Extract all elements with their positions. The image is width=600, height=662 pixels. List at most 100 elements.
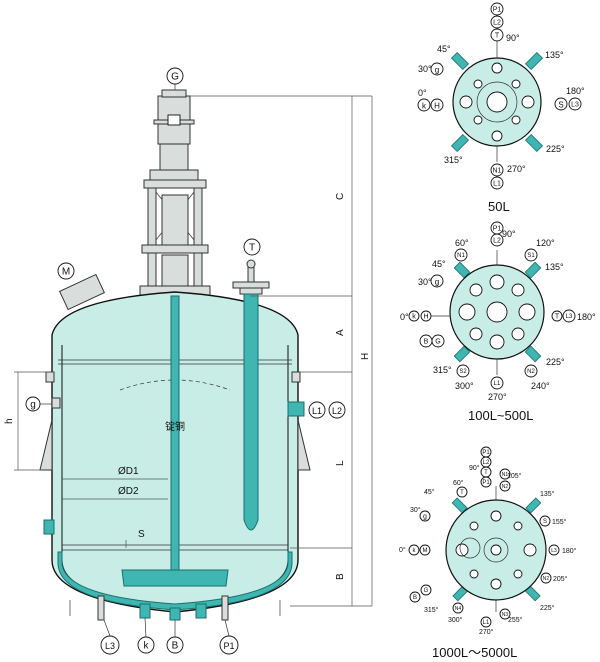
s-tag-1000l: S — [543, 519, 547, 525]
caption-1000l: 1000L～5000L — [432, 645, 517, 660]
n1-tag-50l: N1 — [493, 168, 502, 175]
a135-1000l: 135° — [540, 490, 555, 498]
p1-tag-50l: P1 — [493, 7, 502, 14]
l2-tag-1000l: L2 — [483, 460, 490, 466]
g-tag-50l: g — [435, 66, 439, 75]
n2-tag-100l: N2 — [527, 369, 535, 375]
n1-tag-100l: N1 — [457, 253, 465, 259]
a240-100l: 240° — [531, 381, 550, 391]
t-tag-1000l: T — [484, 470, 488, 476]
l3-tag-1000l: L3 — [551, 548, 557, 554]
t-tag-100l: T — [555, 314, 560, 321]
p1-tag-100l: P1 — [493, 226, 502, 233]
gearbox — [159, 143, 189, 171]
t-tag-50l: T — [495, 33, 500, 40]
a315-100l: 315° — [433, 365, 452, 375]
k-label: k — [144, 641, 150, 652]
l3-tag-50l: L3 — [571, 102, 579, 109]
a225-100l: 225° — [546, 357, 565, 367]
a60-1000l: 60° — [453, 479, 464, 487]
b-tag-1000l: B — [413, 595, 417, 601]
od1-label: ØD1 — [118, 466, 139, 477]
a30-1000l: 30° — [410, 506, 421, 514]
k-tag-50l: k — [422, 102, 427, 111]
h-tag-100l: H — [423, 314, 428, 321]
manhole — [58, 273, 106, 311]
a255-1000l: 255° — [508, 616, 523, 624]
dim-b: B — [335, 573, 346, 580]
s-tag-50l: S — [558, 101, 563, 110]
a270-1000l: 270° — [479, 628, 494, 636]
a90-1000l: 90° — [469, 464, 480, 472]
a120-100l: 120° — [536, 238, 555, 248]
a300-1000l: 300° — [448, 616, 463, 624]
t2-tag-1000l: T — [460, 490, 464, 496]
dim-l: L — [335, 460, 346, 466]
a105-1000l: 105° — [507, 472, 522, 480]
impeller — [121, 569, 229, 587]
a180-50l: 180° — [566, 86, 585, 96]
od2-label: ØD2 — [118, 486, 139, 497]
l1-label: L1 — [312, 406, 322, 416]
m-tag-1000l: M — [423, 548, 428, 554]
b-tag-100l: B — [424, 339, 429, 346]
caption-50l: 50L — [488, 199, 510, 214]
k-tag-100l: k — [412, 314, 416, 321]
g-side-label: g — [30, 400, 36, 411]
l1-tag-50l: L1 — [493, 181, 501, 188]
caption-100l: 100L~500L — [468, 408, 533, 423]
b-label: B — [172, 641, 179, 652]
a45-50l: 45° — [437, 44, 451, 54]
l3-label: L3 — [105, 641, 115, 651]
a180-1000l: 180° — [562, 547, 577, 555]
a315-1000l: 315° — [424, 606, 439, 614]
a0-50l: 0° — [418, 88, 427, 98]
dim-h: H — [360, 353, 371, 360]
a0-1000l: 0° — [399, 546, 406, 554]
a30-100l: 30° — [418, 277, 432, 287]
a0-100l: 0° — [400, 312, 409, 322]
k-tag-1000l: k — [413, 548, 417, 554]
baffle — [243, 293, 259, 531]
l1-tag-1000l: L1 — [483, 620, 490, 626]
dim-a: A — [335, 329, 346, 336]
a315-50l: 315° — [444, 155, 463, 165]
n2-tag-1000l: N2 — [502, 484, 509, 490]
s1-tag-100l: S1 — [527, 253, 535, 259]
h-tag-50l: H — [434, 102, 440, 111]
plan-1000l: P1 L2 T 90° P1 N1 105° N2 45° 60° T 135°… — [399, 446, 577, 660]
dim-c: C — [335, 193, 346, 200]
s-label: S — [138, 529, 145, 540]
a45-100l: 45° — [432, 259, 446, 269]
n1-tag-1000l: N1 — [502, 472, 509, 478]
n2b-tag-1000l: N2 — [543, 576, 550, 582]
dim-h-small: h — [4, 418, 15, 424]
g2-tag-100l: G — [435, 339, 440, 346]
t-label: T — [249, 243, 255, 254]
m-label: M — [62, 267, 70, 278]
n3-tag-1000l: N3 — [502, 612, 509, 618]
a270-100l: 270° — [488, 392, 507, 402]
plan-100l: P1 L2 90° 60° N1 120° S1 45° 135° 30° g … — [400, 221, 596, 423]
a90-100l: 90° — [502, 229, 516, 239]
a135-100l: 135° — [545, 262, 564, 272]
g-top-label: G — [171, 72, 179, 83]
a45-1000l: 45° — [424, 488, 435, 496]
p1-tag-1000l: P1 — [482, 450, 490, 456]
n4-tag-1000l: N4 — [455, 606, 462, 612]
a205-1000l: 205° — [553, 575, 568, 583]
a180-100l: 180° — [577, 312, 596, 322]
center-text: 锭铜 — [165, 420, 185, 433]
a270-50l: 270° — [507, 164, 526, 174]
l1-tag-100l: L1 — [494, 381, 501, 387]
a135-50l: 135° — [545, 50, 564, 60]
l2-label: L2 — [332, 406, 342, 416]
g2-tag-1000l: G — [424, 588, 429, 594]
p1-label: P1 — [223, 641, 234, 651]
main-view: G T M — [4, 67, 373, 655]
p1b-tag-1000l: P1 — [482, 480, 490, 486]
t-marker — [243, 238, 261, 256]
g-tag-100l: g — [435, 278, 439, 287]
